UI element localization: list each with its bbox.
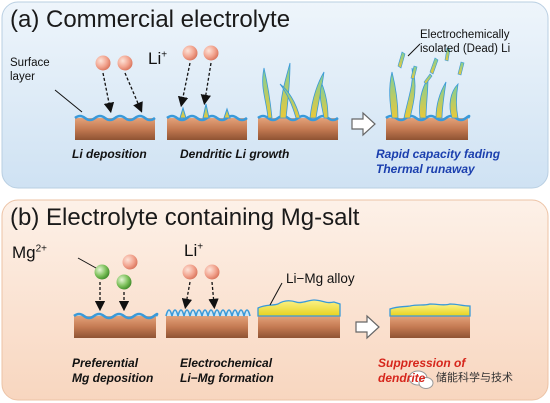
panel-a-electrode-2	[166, 103, 248, 140]
li-deposition-arrow	[181, 281, 193, 310]
li-mg-formation-caption-1: Electrochemical	[180, 356, 273, 370]
li-ion-particle	[95, 55, 111, 71]
li-mg-alloy-label: Li−Mg alloy	[286, 271, 355, 286]
panel-b-li-ion-label: Li+	[184, 242, 203, 259]
li-ion-particle	[182, 45, 198, 61]
dead-li-label-2: isolated (Dead) Li	[420, 43, 511, 55]
li-ion-particle	[117, 55, 133, 71]
deposition-arrow	[177, 62, 191, 108]
mg-ion-pointer	[77, 257, 97, 269]
surface-layer-label-2: layer	[10, 71, 35, 83]
li-mg-formation-caption-2: Li−Mg formation	[180, 371, 274, 385]
li-ion-charge: +	[161, 49, 168, 61]
watermark-text: 储能科学与技术	[436, 372, 513, 384]
capacity-fading-result: Rapid capacity fading	[376, 147, 501, 161]
surface-layer-label: Surface	[10, 57, 50, 69]
panel-b-progress-arrow	[355, 314, 380, 340]
mg-deposition-caption-2: Mg deposition	[72, 371, 154, 385]
mg-ion-label: Mg2+	[12, 244, 47, 261]
li-ion-symbol: Li	[184, 241, 198, 260]
panel-a-title: (a) Commercial electrolyte	[10, 6, 291, 33]
suppression-result-1: Suppression of	[378, 356, 466, 370]
mg-ion-symbol: Mg	[12, 243, 36, 262]
suppression-result-2: dendrite	[378, 371, 426, 385]
panel-b-electrode-2	[165, 309, 251, 338]
li-ion-particle	[182, 264, 198, 280]
mg-ion-particle	[94, 264, 110, 280]
alloy-pointer	[269, 282, 283, 306]
dead-li-pointer	[407, 43, 421, 57]
li-ion-particle	[203, 45, 219, 61]
panel-a-progress-arrow	[351, 111, 376, 137]
panel-a-electrode-3	[257, 62, 339, 140]
li-deposition-caption: Li deposition	[72, 147, 147, 161]
deposition-arrow	[200, 62, 212, 106]
li-ion-charge: +	[197, 241, 204, 253]
surface-layer-pointer	[54, 89, 83, 113]
panel-b-title: (b) Electrolyte containing Mg-salt	[10, 204, 360, 231]
panel-a-li-ion-label: Li+	[148, 50, 167, 67]
panel-a-electrode-1	[74, 114, 156, 140]
mg-ion-charge: 2+	[35, 243, 48, 255]
panel-b-electrode-1	[73, 312, 159, 338]
panel-b-background	[1, 199, 549, 401]
deposition-arrow	[102, 72, 115, 114]
panel-a-background	[1, 1, 549, 189]
panel-b-electrode-4	[389, 303, 471, 338]
li-deposition-arrow	[208, 281, 219, 310]
wechat-logo-icon	[408, 370, 434, 389]
mg-deposition-caption-1: Preferential	[72, 356, 139, 370]
thermal-runaway-result: Thermal runaway	[376, 162, 475, 176]
li-ion-particle	[122, 254, 138, 270]
panel-a-electrode-4	[385, 47, 471, 140]
li-ion-particle	[204, 264, 220, 280]
panel-b-electrode-3	[257, 299, 341, 338]
li-ion-symbol: Li	[148, 49, 162, 68]
dead-li-label-1: Electrochemically	[420, 29, 510, 41]
mg-ion-particle	[116, 274, 132, 290]
deposition-arrow	[124, 72, 143, 113]
dendritic-growth-caption: Dendritic Li growth	[180, 147, 290, 161]
